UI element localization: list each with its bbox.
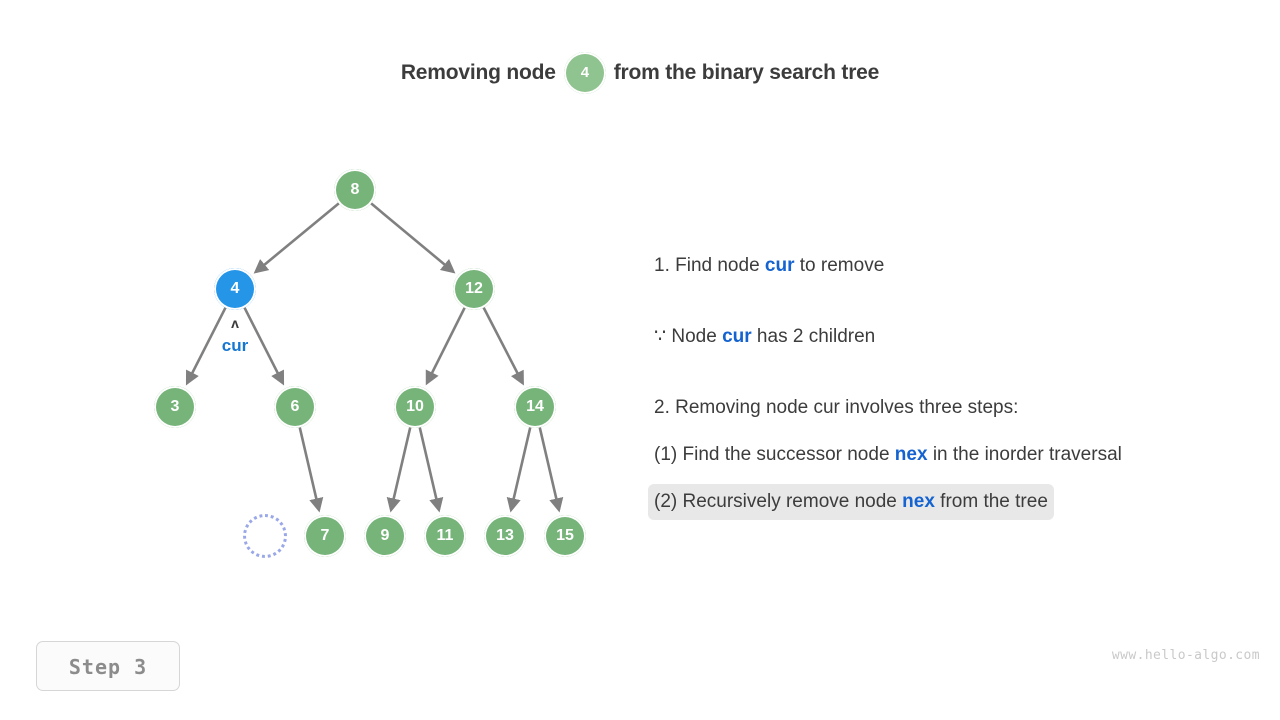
info-line-4: (1) Find the successor node nex in the i… — [648, 437, 1128, 473]
info-line-5-pre: (2) Recursively remove node — [654, 491, 903, 512]
tree-edge-10-to-11 — [418, 427, 444, 513]
tree-node-4: 4 — [214, 268, 256, 310]
info-line-2-pre: ∵ Node — [654, 326, 723, 347]
tree-node-10: 10 — [394, 386, 436, 428]
tree-edge-10-to-9 — [386, 427, 412, 513]
info-line-4-keyword: nex — [894, 444, 928, 465]
tree-edge-12-to-10 — [425, 307, 466, 386]
tree-edge-12-to-14 — [482, 307, 524, 386]
info-line-4-pre: (1) Find the successor node — [654, 444, 895, 465]
tree-node-empty-slot — [243, 514, 287, 558]
info-line-5-highlighted: (2) Recursively remove node nex from the… — [648, 484, 1054, 520]
tree-node-7: 7 — [304, 515, 346, 557]
watermark: www.hello-algo.com — [1111, 648, 1260, 663]
tree-edge-layer — [185, 202, 564, 513]
tree-node-15: 15 — [544, 515, 586, 557]
title-prefix: Removing node — [400, 61, 556, 84]
cur-pointer-label: cur — [221, 336, 249, 355]
info-line-2-post: has 2 children — [751, 326, 876, 347]
tree-edge-8-to-4 — [253, 202, 340, 274]
title-node-badge: 4 — [563, 52, 606, 94]
page-title: Removing node 4 from the binary search tre… — [0, 52, 1280, 94]
tree-node-11: 11 — [424, 515, 466, 557]
info-line-5-keyword: nex — [902, 491, 935, 512]
info-line-4-post: in the inorder traversal — [927, 444, 1122, 465]
info-line-2: ∵ Node cur has 2 children — [648, 319, 881, 355]
info-line-1: 1. Find node cur to remove — [648, 248, 890, 284]
info-line-2-keyword: cur — [722, 326, 752, 347]
tree-edge-4-to-6 — [243, 307, 285, 386]
tree-node-6: 6 — [274, 386, 316, 428]
tree-node-12: 12 — [453, 268, 495, 310]
info-line-1-pre: 1. Find node — [654, 255, 765, 276]
info-line-3: 2. Removing node cur involves three step… — [654, 397, 1019, 418]
cur-pointer-caret: ʌ — [231, 315, 239, 331]
tree-node-8: 8 — [334, 169, 376, 211]
tree-node-13: 13 — [484, 515, 526, 557]
info-line-1-post: to remove — [794, 255, 885, 276]
explanation-panel: 1. Find node cur to remove ∵ Node cur ha… — [648, 248, 1264, 520]
tree-edge-4-to-3 — [185, 307, 227, 386]
tree-node-3: 3 — [154, 386, 196, 428]
tree-edge-14-to-13 — [506, 427, 532, 513]
info-line-5-post: from the tree — [934, 491, 1048, 512]
tree-node-14: 14 — [514, 386, 556, 428]
tree-node-9: 9 — [364, 515, 406, 557]
title-suffix: from the binary search tree — [613, 61, 880, 84]
step-badge: Step 3 — [36, 641, 180, 691]
tree-edge-14-to-15 — [538, 427, 564, 513]
tree-edge-6-to-7 — [298, 427, 324, 513]
info-line-1-keyword: cur — [764, 255, 795, 276]
tree-edge-8-to-12 — [370, 202, 456, 274]
